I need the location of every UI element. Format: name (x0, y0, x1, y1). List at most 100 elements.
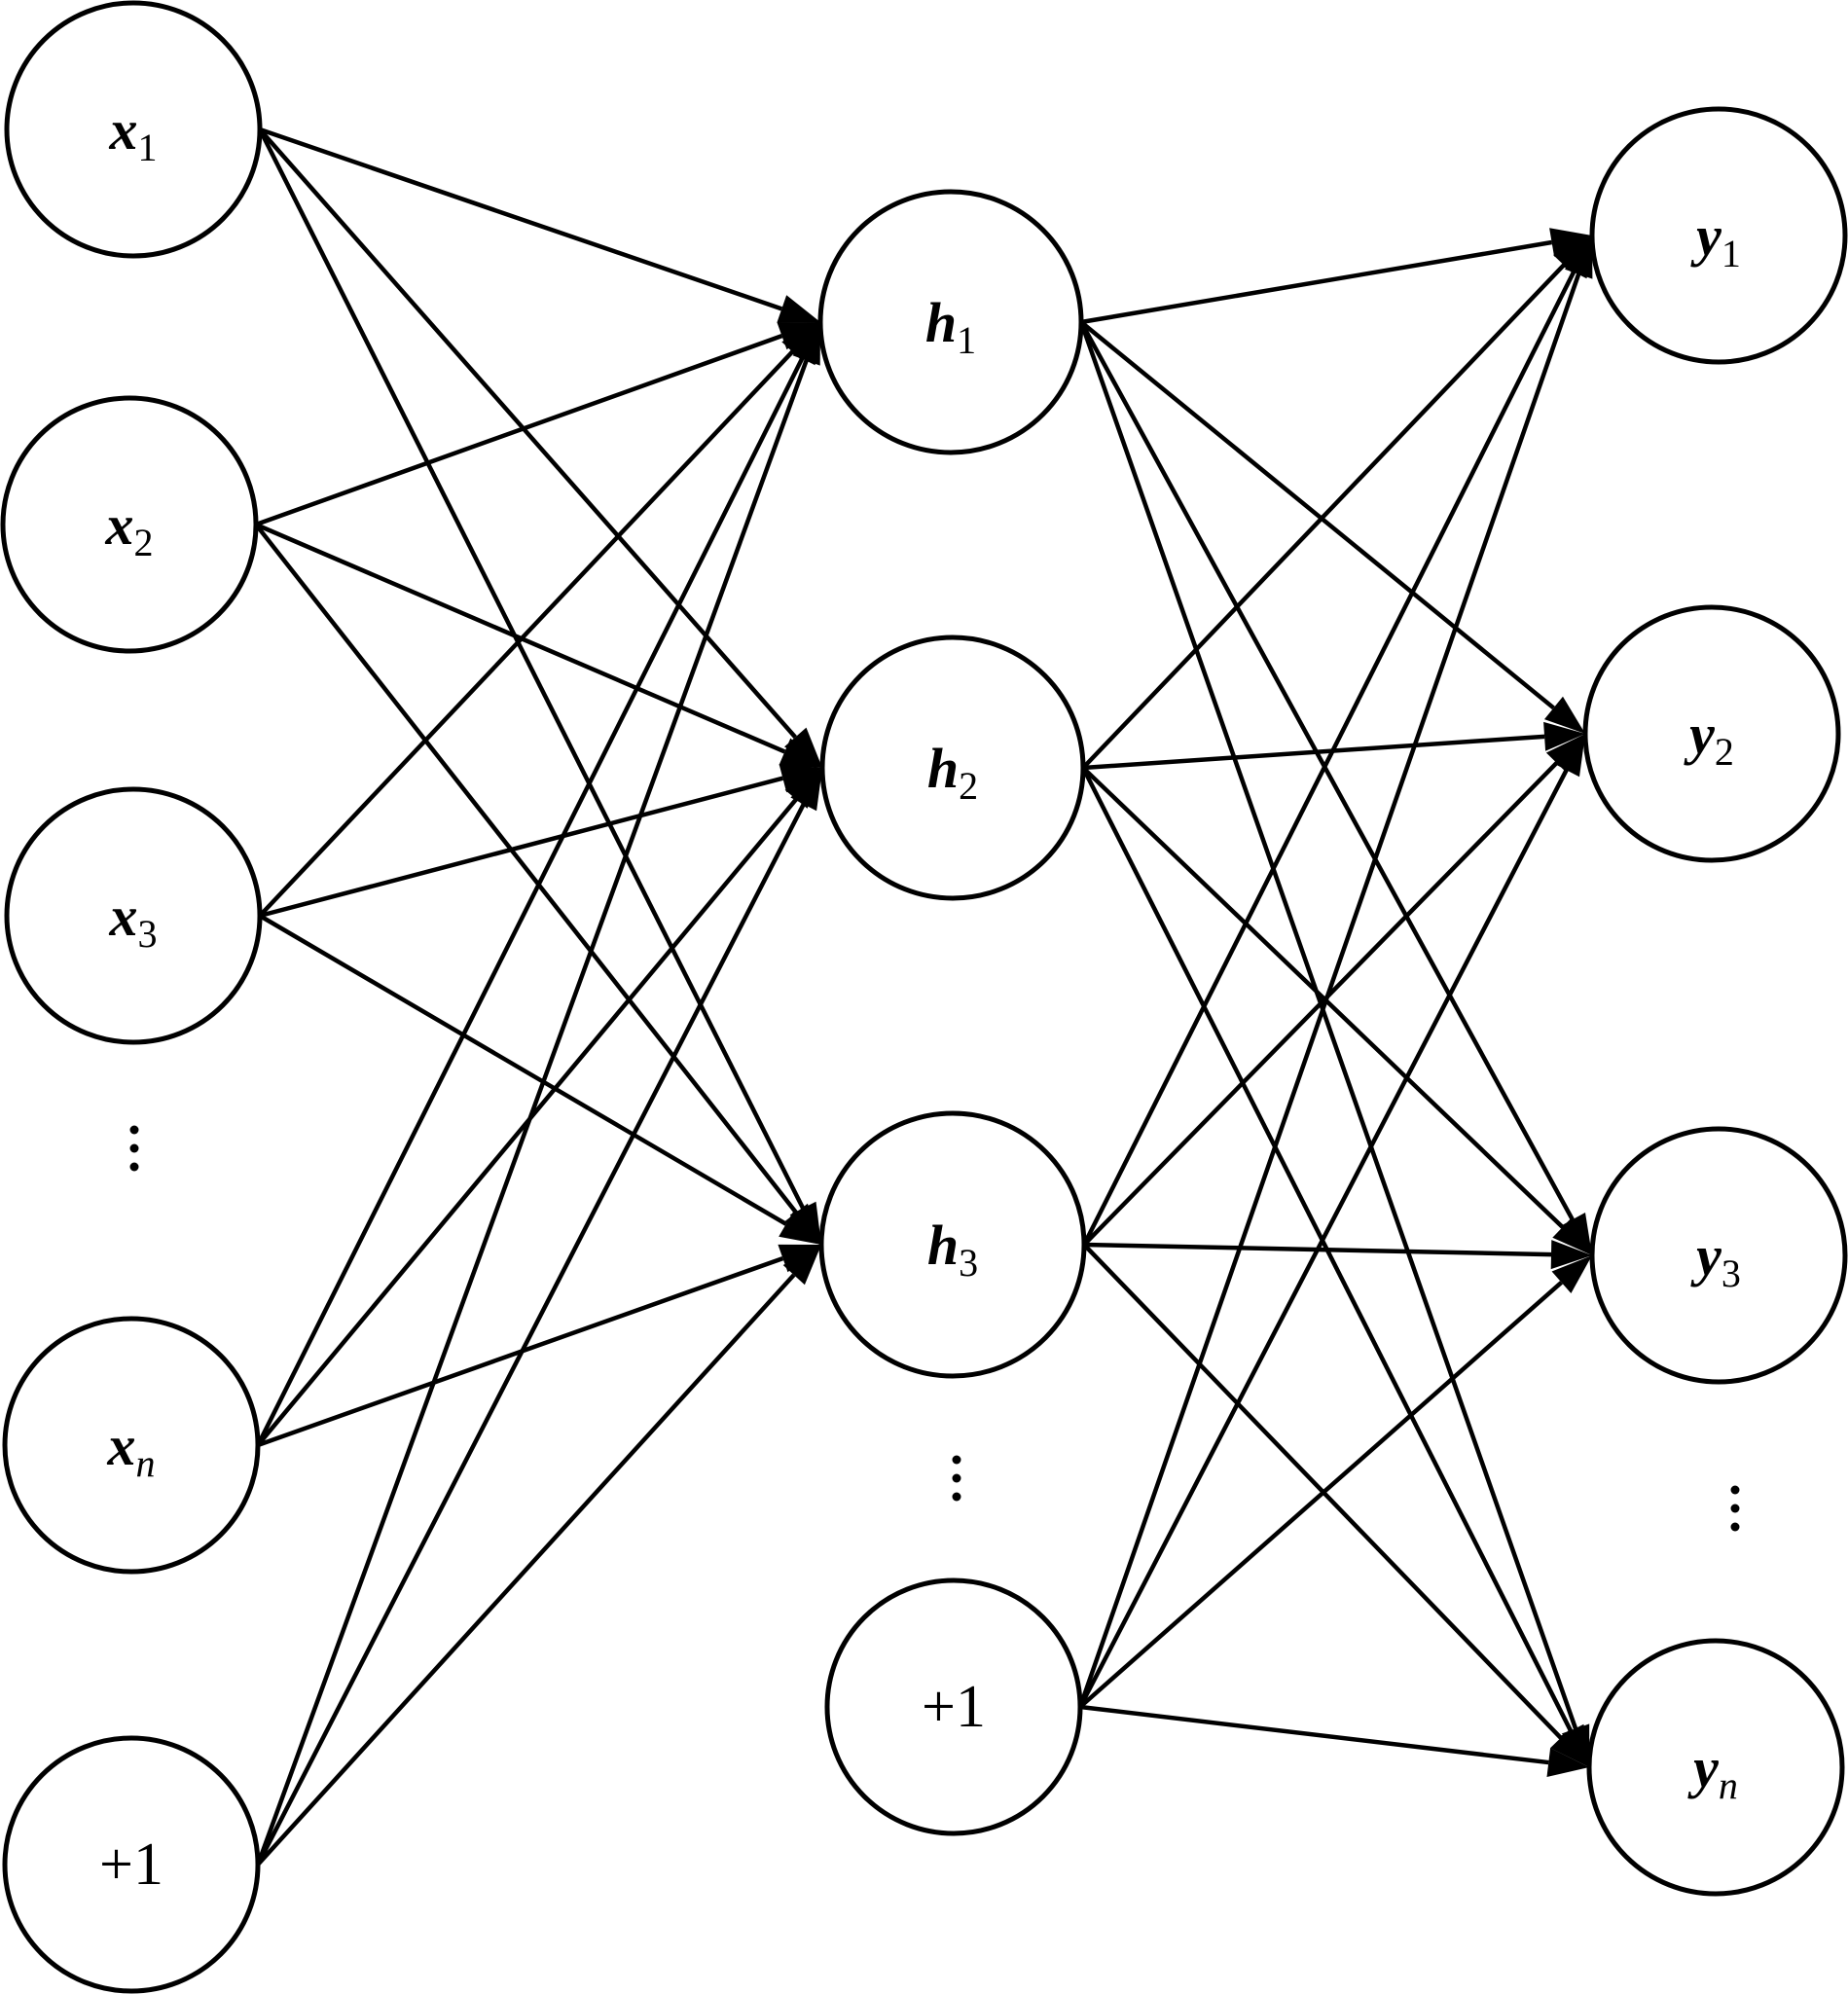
node-subscript: 2 (1715, 730, 1734, 774)
edge-x1-to-h3 (257, 127, 821, 1245)
node-subscript: 1 (1721, 232, 1741, 275)
ellipsis-dot (129, 1162, 139, 1172)
edge-line (1081, 263, 1566, 770)
node-subscript: 3 (1721, 1251, 1741, 1295)
arrowhead-icon (1565, 236, 1593, 279)
output-ellipsis-icon (1730, 1485, 1740, 1532)
node-label: +1 (922, 1674, 986, 1740)
edge-bias_in-to-h2 (255, 768, 822, 1867)
edge-h1-to-yn (1078, 321, 1590, 1767)
node-subscript: n (136, 1441, 156, 1485)
node-circle (0, 395, 259, 654)
arrowhead-icon (777, 295, 820, 323)
node-circle (2, 1316, 261, 1575)
node-label: h1 (925, 291, 976, 362)
edge-line (255, 803, 806, 1867)
ellipsis-dot (1730, 1485, 1740, 1495)
edge-bias_hid-to-y2 (1078, 734, 1585, 1709)
arrowhead-icon (779, 738, 822, 768)
ellipsis-dot (1730, 1504, 1740, 1513)
arrowhead-icon (1549, 228, 1592, 257)
connections (254, 127, 1593, 1867)
arrowhead-icon (1551, 1255, 1592, 1293)
node-variable: y (1684, 703, 1715, 766)
arrowhead-icon (782, 1245, 821, 1286)
node-variable: x (105, 493, 134, 557)
edge-h2-to-y3 (1081, 766, 1592, 1255)
node-subscript: 2 (134, 521, 154, 564)
node-variable: y (1690, 1224, 1721, 1287)
node-label: +1 (99, 1831, 163, 1898)
edge-line (1082, 761, 1559, 1247)
node-label: x3 (109, 885, 158, 956)
edge-line (1078, 769, 1569, 1709)
edge-h2-to-y1 (1081, 236, 1592, 770)
node-variable: x (107, 1414, 136, 1477)
edge-line (1078, 1281, 1563, 1709)
edge-line (1077, 272, 1581, 1708)
arrowhead-icon (1553, 734, 1585, 778)
edge-bias_in-to-h3 (256, 1245, 821, 1867)
node-x2: x2 (0, 395, 259, 654)
ellipsis-dot (952, 1473, 961, 1483)
node-circle (1582, 604, 1841, 863)
node-variable: h (925, 291, 957, 354)
node-y1: y1 (1589, 106, 1848, 365)
edge-x2-to-h2 (255, 522, 822, 768)
node-variable: h (927, 1214, 959, 1277)
node-circle (824, 1577, 1083, 1836)
edge-bias_in-to-h1 (255, 322, 820, 1866)
node-variable: y (1687, 1736, 1719, 1799)
node-yn: yn (1586, 1638, 1845, 1897)
node-label: y2 (1684, 703, 1734, 774)
edge-line (254, 523, 798, 1215)
edge-x1-to-h1 (259, 127, 820, 323)
node-h3: h3 (818, 1110, 1087, 1379)
edge-h3-to-y2 (1082, 734, 1585, 1247)
edge-line (255, 357, 805, 1447)
edge-h1-to-y2 (1079, 320, 1585, 734)
node-h1: h1 (817, 189, 1084, 455)
node-y2: y2 (1582, 604, 1841, 863)
arrowhead-icon (1546, 1748, 1589, 1777)
ellipsis-dot (952, 1492, 961, 1502)
node-circle (818, 1110, 1087, 1379)
arrowhead-icon (790, 768, 822, 812)
node-circle (4, 0, 263, 259)
node-subscript: 3 (138, 912, 158, 956)
arrowhead-icon (1550, 1240, 1592, 1270)
arrowhead-icon (784, 727, 822, 768)
edge-x3-to-h2 (259, 764, 822, 919)
edge-h2-to-y2 (1082, 721, 1585, 771)
edge-line (255, 359, 809, 1866)
node-bias_hid: +1 (824, 1577, 1083, 1836)
hidden-ellipsis-icon (952, 1455, 961, 1502)
node-circle (819, 634, 1086, 901)
arrowhead-icon (779, 1211, 821, 1245)
node-label: x1 (109, 98, 158, 169)
ellipses (129, 1125, 1740, 1532)
edge-line (257, 127, 806, 1210)
node-circle (1589, 1126, 1848, 1385)
arrowhead-icon (1552, 1216, 1592, 1255)
node-xn: xn (2, 1316, 261, 1575)
arrowhead-icon (1544, 696, 1585, 734)
arrowhead-icon (1550, 1727, 1589, 1767)
ellipsis-dot (129, 1143, 139, 1153)
edge-x3-to-h3 (258, 914, 821, 1245)
node-label: x2 (105, 493, 154, 564)
node-bias_in: +1 (2, 1735, 261, 1994)
node-subscript: 1 (138, 126, 158, 169)
edge-bias_hid-to-y3 (1078, 1255, 1592, 1709)
node-label: h2 (927, 737, 978, 808)
arrowhead-icon (779, 764, 822, 793)
node-variable: x (109, 98, 138, 162)
edge-line (1079, 320, 1555, 710)
node-circle (1589, 106, 1848, 365)
edge-x3-to-h1 (258, 322, 820, 918)
node-y3: y3 (1589, 1126, 1848, 1385)
node-x3: x3 (4, 786, 263, 1045)
edge-line (1079, 1704, 1549, 1765)
edge-line (1082, 734, 1545, 771)
